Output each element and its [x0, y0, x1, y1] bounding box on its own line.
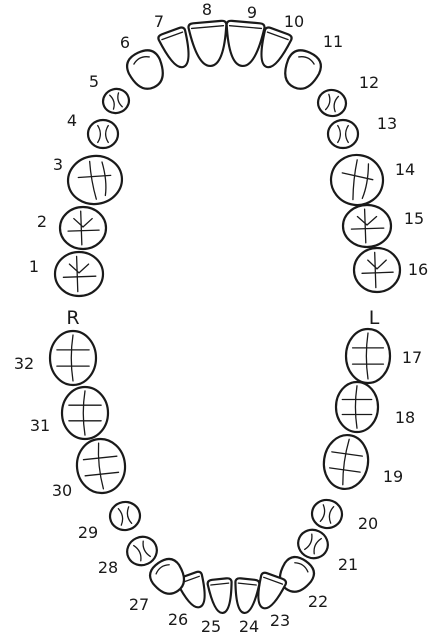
tooth-number-20: 20 — [358, 514, 378, 533]
tooth-number-15: 15 — [404, 209, 424, 228]
tooth-29[interactable] — [108, 500, 142, 533]
tooth-number-9: 9 — [247, 3, 257, 22]
tooth-number-1: 1 — [29, 257, 39, 276]
tooth-number-13: 13 — [377, 114, 397, 133]
tooth-number-22: 22 — [308, 592, 328, 611]
tooth-number-3: 3 — [53, 155, 63, 174]
tooth-number-19: 19 — [383, 467, 403, 486]
tooth-11[interactable] — [279, 46, 326, 95]
tooth-6[interactable] — [123, 46, 170, 95]
right-side-label: R — [66, 307, 79, 329]
tooth-28[interactable] — [122, 532, 161, 570]
tooth-16[interactable] — [352, 246, 402, 294]
tooth-5[interactable] — [100, 86, 131, 116]
tooth-3[interactable] — [65, 152, 125, 207]
tooth-9[interactable] — [223, 19, 266, 68]
tooth-number-2: 2 — [37, 212, 47, 231]
tooth-number-17: 17 — [402, 348, 422, 367]
tooth-number-21: 21 — [338, 555, 358, 574]
tooth-4[interactable] — [86, 118, 120, 150]
tooth-10[interactable] — [253, 26, 293, 71]
tooth-31[interactable] — [60, 385, 110, 441]
tooth-number-18: 18 — [395, 408, 415, 427]
tooth-number-25: 25 — [201, 617, 221, 636]
tooth-number-6: 6 — [120, 33, 130, 52]
tooth-25[interactable] — [206, 577, 234, 615]
tooth-12[interactable] — [316, 87, 349, 118]
tooth-number-29: 29 — [78, 523, 98, 542]
tooth-number-11: 11 — [323, 32, 343, 51]
tooth-18[interactable] — [334, 380, 380, 434]
tooth-number-31: 31 — [30, 416, 50, 435]
tooth-number-26: 26 — [168, 610, 188, 629]
tooth-8[interactable] — [187, 19, 230, 68]
tooth-13[interactable] — [326, 118, 360, 150]
tooth-number-28: 28 — [98, 558, 118, 577]
tooth-32[interactable] — [48, 329, 98, 387]
tooth-number-27: 27 — [129, 595, 149, 614]
tooth-number-14: 14 — [395, 160, 415, 179]
tooth-number-4: 4 — [67, 111, 77, 130]
tooth-number-7: 7 — [154, 12, 164, 31]
tooth-14[interactable] — [328, 152, 386, 209]
tooth-27[interactable] — [145, 554, 191, 600]
tooth-number-24: 24 — [239, 617, 259, 636]
tooth-21[interactable] — [293, 525, 332, 563]
tooth-24[interactable] — [232, 577, 261, 615]
tooth-1[interactable] — [53, 250, 105, 298]
tooth-number-16: 16 — [408, 260, 428, 279]
tooth-2[interactable] — [58, 205, 108, 251]
tooth-number-10: 10 — [284, 12, 304, 31]
left-side-label: L — [369, 307, 380, 329]
tooth-23[interactable] — [251, 571, 288, 613]
tooth-30[interactable] — [74, 437, 127, 496]
tooth-number-23: 23 — [270, 611, 290, 630]
tooth-20[interactable] — [310, 498, 344, 531]
tooth-number-12: 12 — [359, 73, 379, 92]
tooth-number-30: 30 — [52, 481, 72, 500]
tooth-number-32: 32 — [14, 354, 34, 373]
tooth-7[interactable] — [157, 26, 196, 71]
tooth-15[interactable] — [341, 203, 393, 249]
tooth-number-5: 5 — [89, 72, 99, 91]
tooth-number-8: 8 — [202, 0, 212, 19]
tooth-19[interactable] — [320, 432, 371, 492]
tooth-17[interactable] — [344, 327, 392, 385]
